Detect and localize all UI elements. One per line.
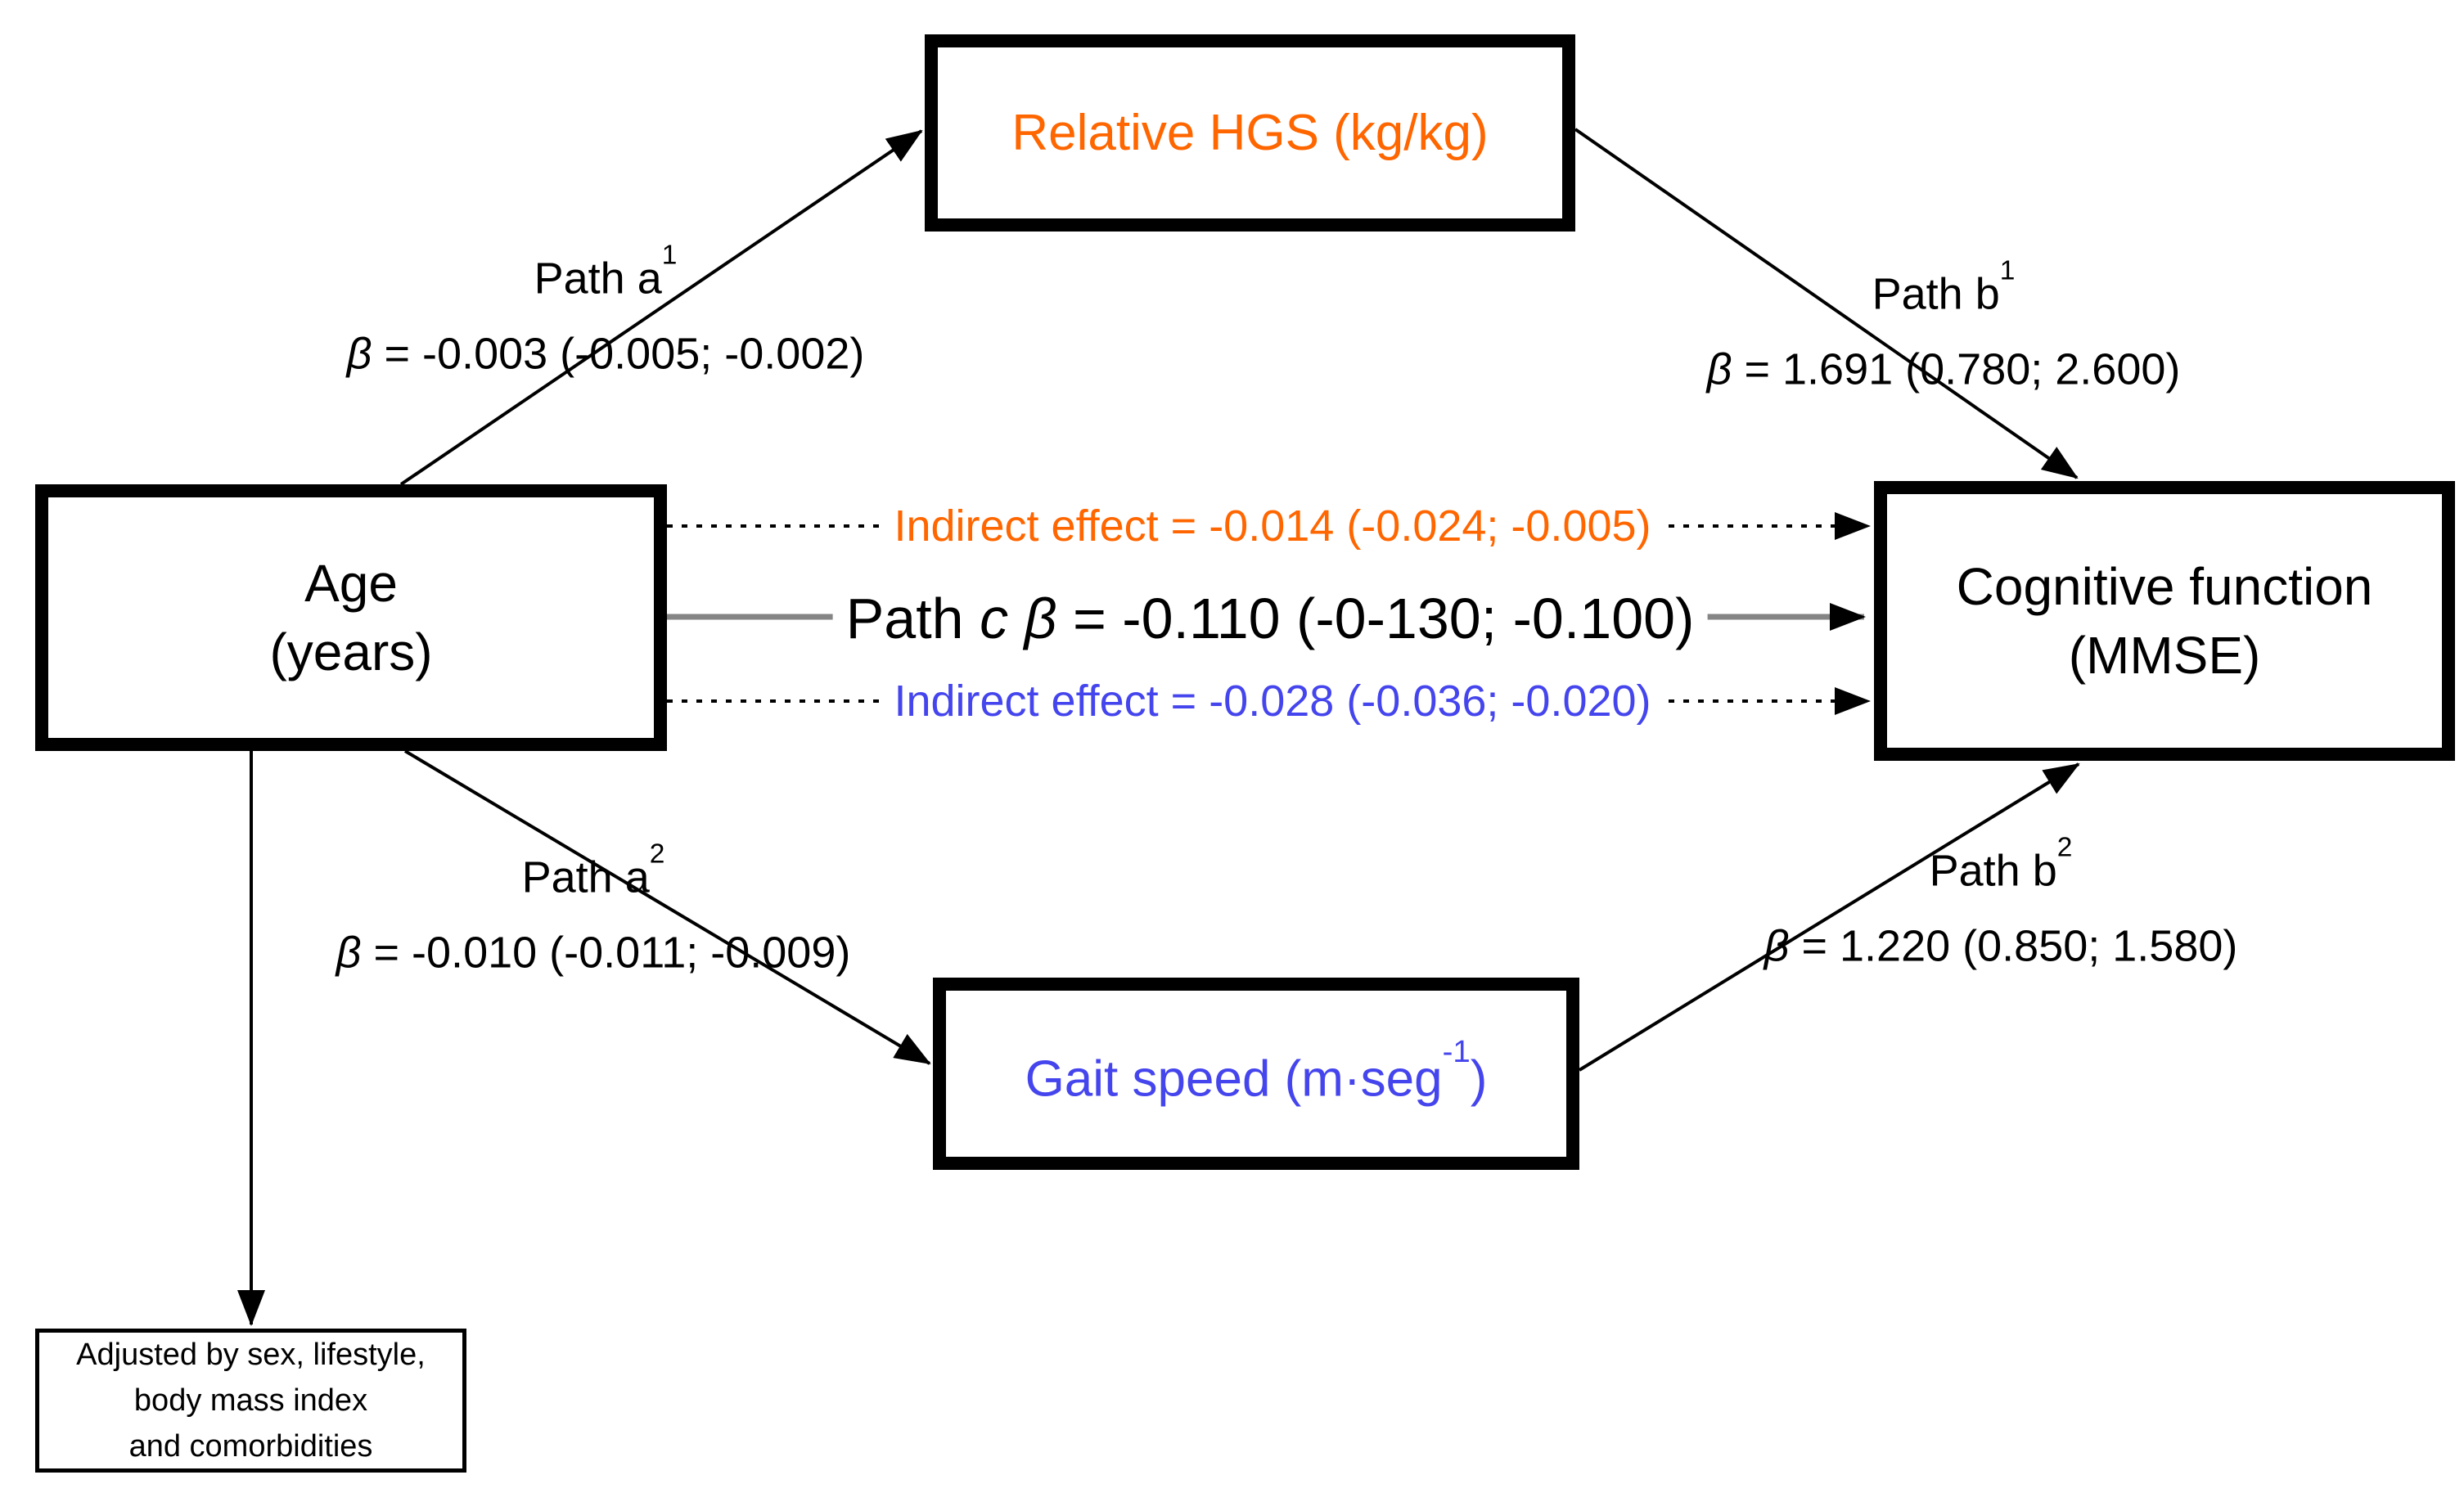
age-label-line2: (years) (269, 623, 433, 681)
covariates-line1: Adjusted by sex, lifestyle, (76, 1338, 426, 1372)
path-b2-arrow (1578, 762, 2080, 1072)
cognitive-label-line2: (MMSE) (2068, 626, 2261, 685)
covariates-box: Adjusted by sex, lifestyle, body mass in… (35, 1329, 466, 1473)
path-b1-beta: β = 1.691 (0.780; 2.600) (1706, 344, 2181, 394)
cognitive-function-node-box: Cognitive function (MMSE) (1874, 481, 2455, 761)
relative-hgs-node-box: Relative HGS (kg/kg) (925, 34, 1575, 232)
path-b1-arrow (1574, 128, 2079, 479)
path-a2-name: Path a2 (521, 839, 665, 902)
path-a2-label: Path a2 β = -0.010 (-0.011; -0.009) (336, 831, 851, 991)
path-a2-arrow (403, 749, 931, 1065)
relative-hgs-label: Relative HGS (kg/kg) (1011, 104, 1489, 161)
covariates-line3: and comorbidities (128, 1429, 373, 1464)
path-a1-label: Path a1 β = -0.003 (-0.005; -0.002) (347, 232, 865, 392)
indirect-effect-hgs-label: Indirect effect = -0.014 (-0.024; -0.005… (881, 499, 1664, 553)
path-b1-label: Path b1 β = 1.691 (0.780; 2.600) (1707, 248, 2181, 407)
path-b2-label: Path b2 β = 1.220 (0.850; 1.580) (1764, 825, 2238, 984)
path-a1-name: Path a1 (534, 240, 678, 304)
path-a1-beta: β = -0.003 (-0.005; -0.002) (346, 329, 865, 379)
path-b1-name: Path b1 (1872, 255, 2016, 319)
path-b2-beta: β = 1.220 (0.850; 1.580) (1764, 921, 2238, 971)
gait-speed-node-box: Gait speed (m·seg-1) (933, 978, 1579, 1170)
age-node-box: Age (years) (35, 484, 667, 751)
path-b2-name: Path b2 (1929, 832, 2073, 896)
path-c-label: Path c β = -0.110 (-0-130; -0.100) (832, 584, 1708, 653)
path-a1-arrow (399, 129, 923, 486)
gait-speed-label: Gait speed (m·seg-1) (1025, 1034, 1488, 1114)
indirect-effect-gait-label: Indirect effect = -0.028 (-0.036; -0.020… (881, 674, 1664, 728)
age-label-line1: Age (304, 554, 398, 613)
gait-speed-superscript: -1 (1442, 1034, 1471, 1070)
path-a2-beta: β = -0.010 (-0.011; -0.009) (336, 928, 851, 978)
covariates-line2: body mass index (133, 1383, 368, 1418)
gait-speed-label-pre: Gait speed (m·seg (1025, 1050, 1443, 1108)
cognitive-label-line1: Cognitive function (1956, 557, 2373, 616)
gait-speed-label-post: ) (1470, 1050, 1488, 1108)
